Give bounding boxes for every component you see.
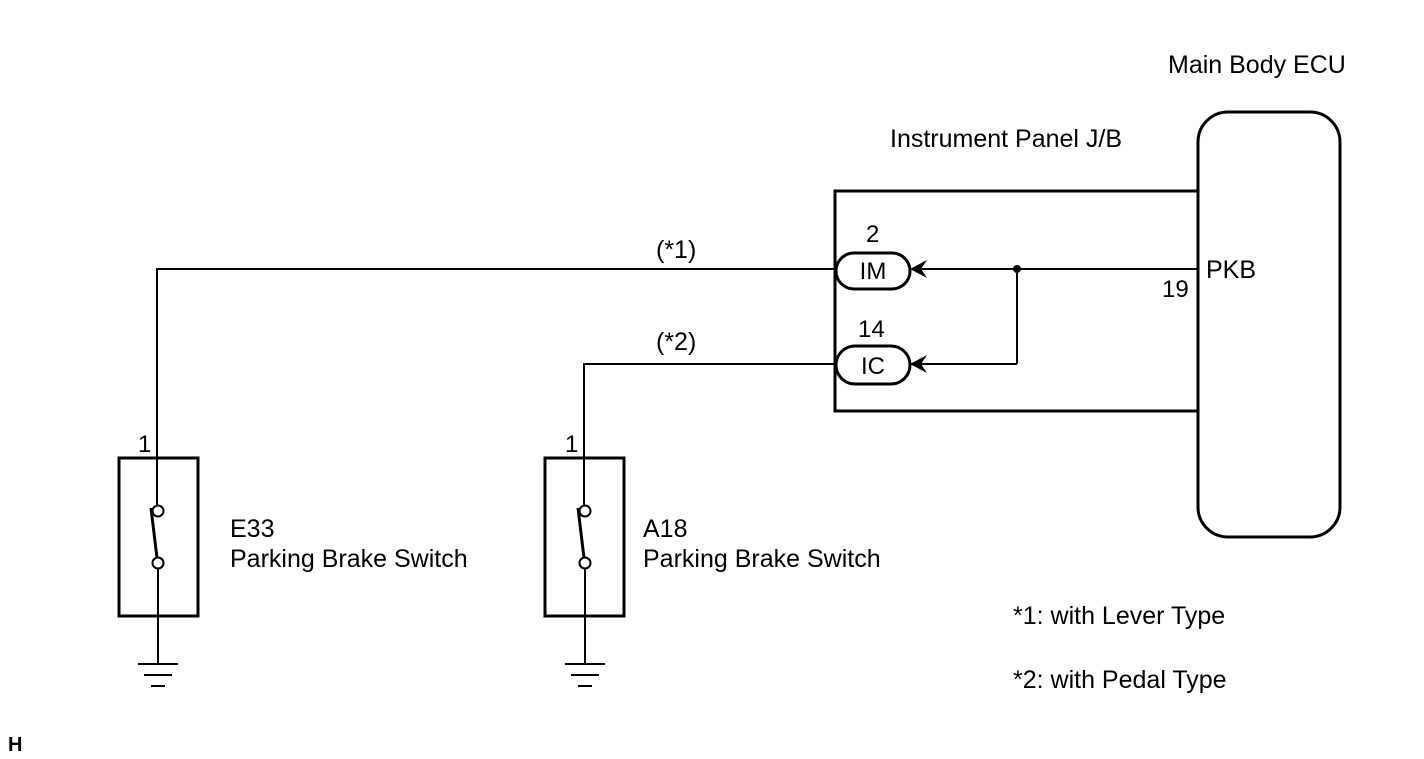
wire-lever-type: (*1) xyxy=(156,236,836,458)
connector-ic-label: IC xyxy=(861,353,885,380)
switch-a18: 1 A18 Parking Brake Switch xyxy=(543,431,881,687)
instrument-panel-junction-block: Instrument Panel J/B IM 2 IC 14 xyxy=(833,125,1198,413)
ecu-title: Main Body ECU xyxy=(1168,51,1346,79)
ecu-box xyxy=(1196,110,1342,539)
notes: *1: with Lever Type *2: with Pedal Type xyxy=(1013,602,1227,694)
connector-im: IM 2 xyxy=(834,221,927,291)
switch-a18-contact-top xyxy=(578,504,592,518)
switch-e33-contact-top xyxy=(151,504,165,518)
junction-block-title: Instrument Panel J/B xyxy=(890,125,1122,153)
ground-a18-icon xyxy=(565,616,605,687)
switch-a18-contact-bottom xyxy=(578,556,592,570)
switch-a18-blade-icon xyxy=(576,507,586,559)
connector-im-body xyxy=(834,251,912,291)
wire-lever-path xyxy=(156,268,836,458)
switch-a18-pin: 1 xyxy=(565,431,578,458)
main-body-ecu: Main Body ECU PKB 19 xyxy=(1162,51,1346,539)
connector-im-arrow-icon xyxy=(910,260,927,278)
connector-ic: IC 14 xyxy=(834,316,927,386)
ground-e33-icon xyxy=(138,616,178,687)
ecu-terminal-name: PKB xyxy=(1206,256,1256,284)
switch-e33-code: E33 xyxy=(230,515,274,543)
wire-lever-tag: (*1) xyxy=(656,236,696,264)
connector-ic-arrow-icon xyxy=(910,355,927,373)
switch-a18-name: Parking Brake Switch xyxy=(643,545,881,573)
splice-point xyxy=(1013,265,1021,273)
connector-im-label: IM xyxy=(860,258,887,285)
wire-pedal-path xyxy=(583,363,836,458)
switch-e33-blade-icon xyxy=(149,507,159,559)
wire-pedal-tag: (*2) xyxy=(656,328,696,356)
note-lever-type: *1: with Lever Type xyxy=(1013,602,1225,630)
corner-mark: H xyxy=(8,734,22,756)
switch-e33-contact-bottom xyxy=(151,556,165,570)
note-pedal-type: *2: with Pedal Type xyxy=(1013,666,1227,694)
junction-block-outline xyxy=(833,189,1198,413)
connector-ic-pin: 14 xyxy=(858,316,885,343)
switch-e33: 1 E33 Parking Brake Switch xyxy=(117,431,468,687)
ecu-terminal-pin: 19 xyxy=(1162,276,1189,303)
switch-a18-code: A18 xyxy=(643,515,687,543)
connector-im-pin: 2 xyxy=(866,221,879,248)
wire-pedal-type: (*2) xyxy=(583,328,836,458)
switch-e33-pin: 1 xyxy=(138,431,151,458)
switch-e33-name: Parking Brake Switch xyxy=(230,545,468,573)
